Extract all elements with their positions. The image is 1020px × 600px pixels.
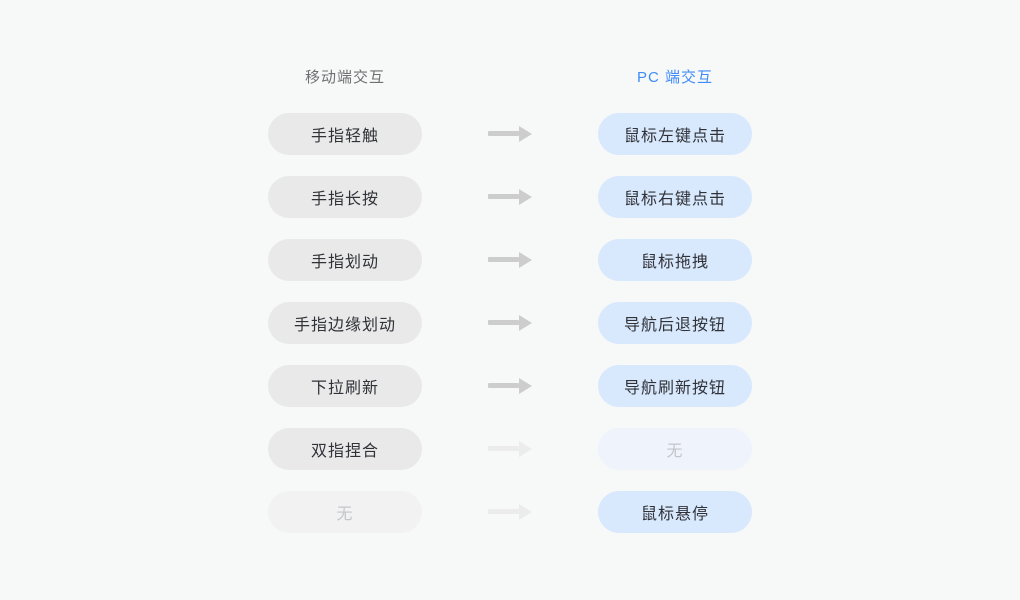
arrow-bar (488, 320, 519, 325)
pc-interaction-pill: 鼠标拖拽 (598, 239, 752, 281)
pc-interaction-pill: 导航刷新按钮 (598, 365, 752, 407)
arrow-head (519, 252, 532, 268)
column-headers: 移动端交互 PC 端交互 (268, 68, 752, 88)
arrow-right-icon (488, 441, 532, 457)
arrow-bar (488, 257, 519, 262)
arrow-bar (488, 383, 519, 388)
mobile-gesture-pill: 手指长按 (268, 176, 422, 218)
arrow-right-icon (488, 189, 532, 205)
pc-interaction-pill: 导航后退按钮 (598, 302, 752, 344)
arrow-right-icon (488, 378, 532, 394)
arrow-head (519, 315, 532, 331)
mobile-gesture-pill: 下拉刷新 (268, 365, 422, 407)
arrow-right-icon (488, 315, 532, 331)
gesture-mapping-diagram: 移动端交互 PC 端交互 手指轻触 鼠标左键点击 手指长按 鼠标右键点击 手指划… (268, 68, 752, 554)
arrow-right-icon (488, 126, 532, 142)
arrow-right-icon (488, 252, 532, 268)
mapping-row-3: 手指划动 鼠标拖拽 (268, 239, 752, 281)
arrow-head (519, 126, 532, 142)
arrow-right-icon (488, 504, 532, 520)
mapping-row-5: 下拉刷新 导航刷新按钮 (268, 365, 752, 407)
mobile-gesture-pill: 双指捏合 (268, 428, 422, 470)
mapping-row-1: 手指轻触 鼠标左键点击 (268, 113, 752, 155)
arrow-bar (488, 194, 519, 199)
mobile-gesture-pill: 手指边缘划动 (268, 302, 422, 344)
arrow-bar (488, 446, 519, 451)
arrow-bar (488, 131, 519, 136)
pc-interaction-pill: 鼠标左键点击 (598, 113, 752, 155)
mobile-gesture-pill: 手指划动 (268, 239, 422, 281)
mapping-row-6: 双指捏合 无 (268, 428, 752, 470)
mapping-row-4: 手指边缘划动 导航后退按钮 (268, 302, 752, 344)
arrow-head (519, 504, 532, 520)
pc-column-header: PC 端交互 (636, 69, 713, 86)
mapping-row-2: 手指长按 鼠标右键点击 (268, 176, 752, 218)
pc-interaction-pill: 鼠标右键点击 (598, 176, 752, 218)
arrow-bar (488, 509, 519, 514)
pc-interaction-pill-none: 无 (598, 428, 752, 470)
arrow-head (519, 441, 532, 457)
pc-interaction-pill: 鼠标悬停 (598, 491, 752, 533)
mobile-gesture-pill: 手指轻触 (268, 113, 422, 155)
arrow-head (519, 189, 532, 205)
arrow-head (519, 378, 532, 394)
mobile-column-header: 移动端交互 (304, 69, 385, 86)
mapping-row-7: 无 鼠标悬停 (268, 491, 752, 533)
mobile-gesture-pill-none: 无 (268, 491, 422, 533)
